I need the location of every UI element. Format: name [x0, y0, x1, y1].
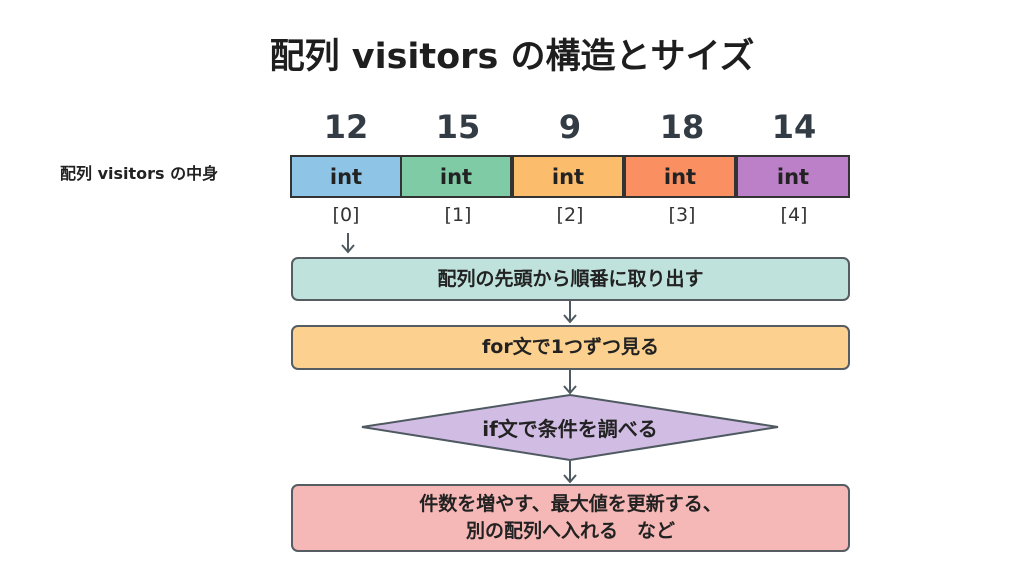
diagram-title: 配列 visitors の構造とサイズ	[269, 37, 755, 77]
cell-index: [2]	[556, 204, 584, 226]
flow-step-actions: 件数を増やす、最大値を更新する、 別の配列へ入れる など	[291, 484, 850, 552]
cell-value: 15	[435, 108, 481, 146]
cell-index: [1]	[444, 204, 472, 226]
array-cell-2: int	[512, 155, 624, 198]
actions-line-1: 件数を増やす、最大値を更新する、	[419, 493, 722, 516]
cell-value: 12	[323, 108, 369, 146]
cell-value: 14	[771, 108, 817, 146]
cell-index: [0]	[332, 204, 360, 226]
cell-index: [3]	[668, 204, 696, 226]
flow-step-extract: 配列の先頭から順番に取り出す	[291, 257, 850, 301]
cell-value: 18	[659, 108, 705, 146]
array-cell-3: int	[624, 155, 736, 198]
arrow-down-icon	[563, 370, 577, 395]
arrow-down-icon	[563, 461, 577, 484]
actions-line-2: 別の配列へ入れる など	[465, 520, 675, 542]
cell-index: [4]	[780, 204, 808, 226]
arrow-down-icon	[563, 301, 577, 324]
arrow-down-icon	[341, 233, 355, 254]
array-label: 配列 visitors の中身	[60, 164, 219, 183]
cell-value: 9	[558, 108, 582, 146]
flow-decision-if: if文で条件を調べる	[482, 417, 658, 441]
decision-diamond	[361, 393, 779, 462]
flow-step-for-loop: for文で1つずつ見る	[291, 325, 850, 370]
array-cell-1: int	[400, 155, 512, 198]
array-cell-4: int	[736, 155, 850, 198]
